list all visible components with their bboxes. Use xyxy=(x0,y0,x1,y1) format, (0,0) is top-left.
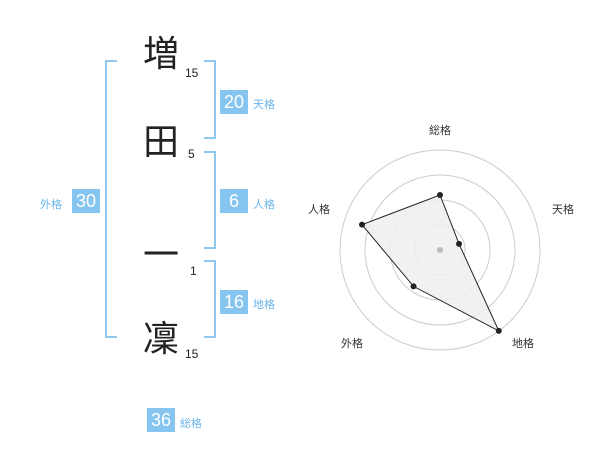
jinkaku-value: 6 xyxy=(220,189,248,213)
radar-grid-ring xyxy=(339,149,541,351)
name-char-1: 増 xyxy=(142,34,179,75)
name-char-3: 一 xyxy=(142,235,179,276)
radar-point xyxy=(410,283,417,290)
radar-axis-label-jinkaku: 人格 xyxy=(308,202,330,216)
radar-point xyxy=(495,327,502,334)
gaikaku-value: 30 xyxy=(72,189,100,213)
radar-axis-label-chikaku: 地格 xyxy=(512,336,534,350)
stroke-count-3: 1 xyxy=(190,264,197,278)
tenkaku-label: 天格 xyxy=(253,98,275,111)
stroke-count-1: 15 xyxy=(185,66,199,80)
chikaku-label: 地格 xyxy=(253,298,275,311)
radar-area xyxy=(361,194,500,333)
radar-axis-label-tenkaku: 天格 xyxy=(552,202,574,216)
radar-center-dot xyxy=(437,247,443,253)
radar-point xyxy=(437,192,443,198)
soukaku-value: 36 xyxy=(147,408,175,432)
jinkaku-label: 人格 xyxy=(253,198,275,211)
tenkaku-value: 20 xyxy=(220,90,248,114)
radar-axis-label-gaikaku: 外格 xyxy=(341,336,363,350)
gaikaku-label: 外格 xyxy=(40,198,62,211)
jinkaku-bracket xyxy=(204,151,216,249)
radar-axis-label-soukaku: 総格 xyxy=(429,123,451,137)
stroke-count-2: 5 xyxy=(188,147,195,161)
tenkaku-bracket xyxy=(204,60,216,139)
stroke-count-4: 15 xyxy=(185,347,199,361)
radar-point xyxy=(359,221,366,228)
name-char-2: 田 xyxy=(142,122,179,163)
radar-point xyxy=(456,240,463,247)
chikaku-value: 16 xyxy=(220,290,248,314)
radar-points xyxy=(359,192,502,334)
gaikaku-bracket xyxy=(105,60,117,338)
name-char-4: 凜 xyxy=(142,319,179,360)
radar-grid-ring xyxy=(364,174,516,326)
chikaku-bracket xyxy=(204,260,216,338)
soukaku-label: 総格 xyxy=(180,417,202,430)
